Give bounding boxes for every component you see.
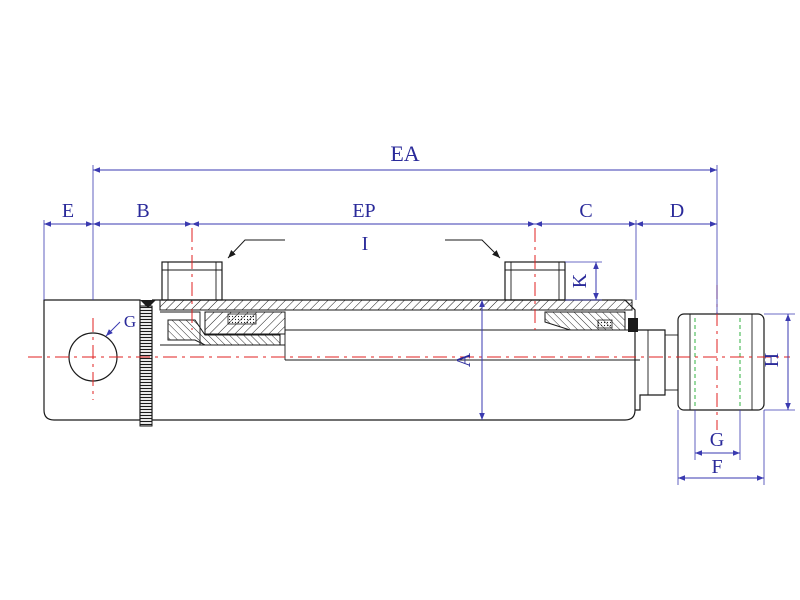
dimensions: EA E B EP C D I K A H: [43, 141, 795, 485]
label-I: I: [362, 233, 369, 255]
label-D: D: [670, 200, 684, 222]
knurled-collar: [139, 305, 153, 427]
gland-section: [544, 311, 626, 331]
port-arrow-right: [445, 239, 501, 259]
label-C: C: [579, 200, 592, 222]
cylinder-body: [43, 261, 765, 427]
port-arrow-left: [227, 239, 285, 259]
piston-seal: [227, 313, 257, 325]
label-B: B: [136, 200, 149, 222]
rear-end-block: [43, 299, 141, 421]
center-lines: [28, 228, 790, 430]
label-H: H: [761, 353, 783, 367]
weld-mark: [140, 300, 156, 308]
rod-end-eye: [677, 313, 765, 411]
label-G-left: G: [124, 312, 136, 331]
label-A: A: [453, 352, 475, 367]
tube-wall-section: [159, 299, 633, 311]
label-K: K: [569, 273, 591, 288]
piston-rod: [635, 329, 666, 411]
label-EA: EA: [390, 141, 419, 166]
leader-G-left: [105, 321, 121, 337]
label-EP: EP: [352, 200, 375, 222]
wiper-seal: [628, 318, 638, 332]
gland-seal: [597, 319, 613, 329]
label-F: F: [711, 456, 722, 478]
label-G-right: G: [710, 429, 724, 451]
label-E: E: [62, 200, 74, 222]
